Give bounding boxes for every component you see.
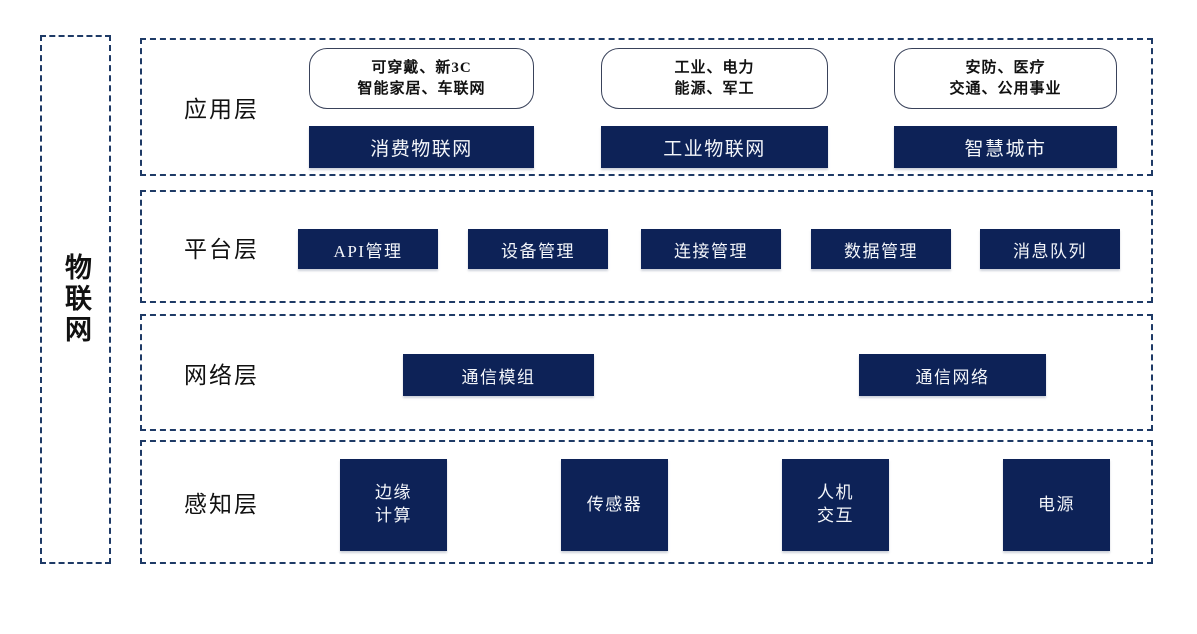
layer-platform: 平台层 API管理 设备管理 连接管理 数据管理 消息队列 (140, 190, 1153, 303)
perception-box-edge-computing-line2: 计算 (375, 506, 412, 525)
app-group-smart-city: 安防、医疗 交通、公用事业 智慧城市 (894, 40, 1117, 174)
platform-box-message-queue: 消息队列 (980, 229, 1120, 269)
perception-box-hmi-line1: 人机 (817, 483, 854, 503)
perception-box-sensor-line1: 传感器 (586, 494, 643, 514)
app-box-smart-city: 智慧城市 (894, 126, 1117, 168)
perception-box-power-line1: 电源 (1038, 494, 1075, 514)
platform-box-api-management: API管理 (298, 229, 438, 269)
platform-box-device-management: 设备管理 (468, 229, 608, 269)
app-group-consumer: 可穿戴、新3C 智能家居、车联网 消费物联网 (309, 40, 534, 174)
platform-layer-label: 平台层 (184, 236, 259, 262)
app-tag-smart-city-line1: 安防、医疗 (965, 59, 1046, 76)
app-tag-smart-city: 安防、医疗 交通、公用事业 (894, 48, 1117, 109)
app-box-industrial-iot: 工业物联网 (601, 126, 828, 168)
layer-application: 应用层 可穿戴、新3C 智能家居、车联网 消费物联网 工业、电力 能源、军工 工… (140, 38, 1153, 176)
perception-box-hmi: 人机 交互 (782, 459, 889, 551)
layer-perception: 感知层 边缘 计算 传感器 人机 交互 电源 (140, 440, 1153, 564)
perception-layer-label: 感知层 (184, 492, 259, 517)
app-tag-consumer-line2: 智能家居、车联网 (357, 80, 486, 97)
app-tag-consumer: 可穿戴、新3C 智能家居、车联网 (309, 48, 534, 109)
platform-box-connection-management: 连接管理 (641, 229, 781, 269)
iot-sidebar-box: 物联网 (40, 35, 111, 564)
app-tag-industrial: 工业、电力 能源、军工 (601, 48, 828, 109)
network-box-comm-module: 通信模组 (403, 354, 594, 396)
app-tag-smart-city-line2: 交通、公用事业 (949, 80, 1062, 97)
perception-box-sensor: 传感器 (561, 459, 668, 551)
network-box-comm-network: 通信网络 (859, 354, 1046, 396)
perception-box-edge-computing-line1: 边缘 (375, 483, 412, 503)
app-box-consumer-iot: 消费物联网 (309, 126, 534, 168)
diagram-title: 物联网 (61, 253, 91, 346)
platform-box-data-management: 数据管理 (811, 229, 951, 269)
app-group-industrial: 工业、电力 能源、军工 工业物联网 (601, 40, 828, 174)
app-tag-industrial-line2: 能源、军工 (674, 80, 755, 97)
network-layer-label: 网络层 (184, 362, 259, 388)
perception-box-hmi-line2: 交互 (817, 506, 854, 525)
perception-box-edge-computing: 边缘 计算 (340, 459, 447, 551)
layer-network: 网络层 通信模组 通信网络 (140, 314, 1153, 431)
application-layer-label: 应用层 (184, 97, 259, 122)
app-tag-consumer-line1: 可穿戴、新3C (371, 59, 472, 76)
perception-box-power: 电源 (1003, 459, 1110, 551)
app-tag-industrial-line1: 工业、电力 (674, 59, 755, 76)
